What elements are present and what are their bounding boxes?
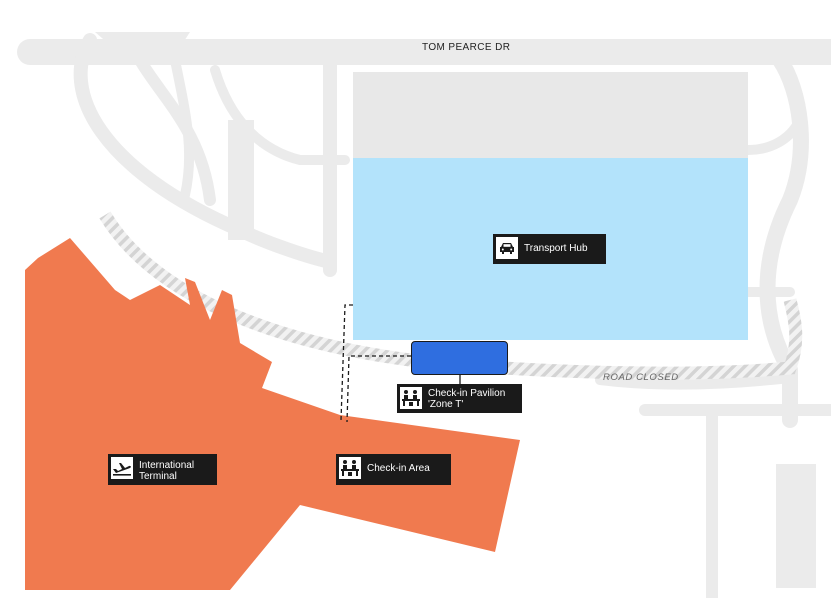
people-checkin-icon [400,387,422,409]
international-terminal-text: International Terminal [139,460,195,482]
road-closed-label: ROAD CLOSED [603,372,679,383]
international-terminal-label[interactable]: International Terminal [108,454,217,485]
people-checkin-icon [339,457,361,479]
transport-hub-label[interactable]: Transport Hub [493,234,606,264]
checkin-pavilion-label[interactable]: Check-in Pavilion 'Zone T' [397,384,522,413]
road-fragment [95,32,190,58]
parking-block [776,464,816,588]
car-icon [496,237,518,259]
parking-block [228,120,254,240]
transport-hub-text: Transport Hub [524,243,588,254]
parking-area [353,72,748,158]
street-label-tom-pearce-dr: TOM PEARCE DR [422,42,511,53]
checkin-pavilion-marker[interactable] [411,341,508,375]
terminal-building [25,238,520,590]
checkin-area-label[interactable]: Check-in Area [336,454,451,485]
walkway-path [340,304,411,423]
checkin-pavilion-text: Check-in Pavilion 'Zone T' [428,388,506,410]
checkin-area-text: Check-in Area [367,463,430,474]
airplane-icon [111,457,133,479]
